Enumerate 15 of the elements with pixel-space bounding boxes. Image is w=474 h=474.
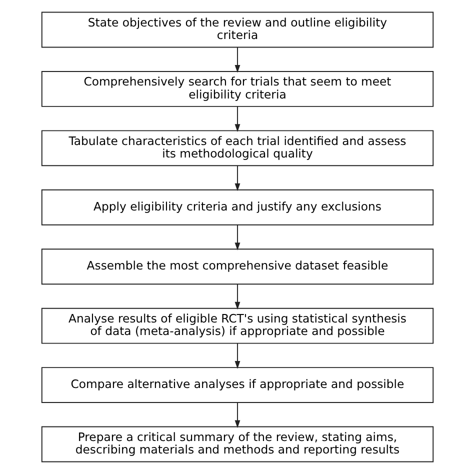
arrow — [234, 46, 240, 73]
node-box: Compare alternative analyses if appropriate and possible — [40, 367, 434, 403]
node-box: Assemble the most comprehensive dataset feasible — [40, 248, 434, 285]
node-box: Tabulate characteristics of each trial identified and assess its methodological quality — [40, 130, 434, 166]
node-box: Analyse results of eligible RCT's using statistical synthesis of data (meta-analysis) if appropriate and possible — [40, 308, 434, 344]
arrow — [234, 165, 240, 192]
arrow — [234, 284, 240, 310]
arrow — [234, 342, 240, 369]
arrow — [234, 224, 240, 250]
node-box: Prepare a critical summary of the review, stating aims, describing materials and methods and reporting results — [40, 426, 434, 462]
arrow — [234, 106, 240, 132]
node-box: State objectives of the review and outline eligibility criteria — [40, 12, 434, 48]
arrow — [234, 402, 240, 428]
node-box: Comprehensively search for trials that seem to meet eligibility criteria — [40, 71, 434, 107]
node-box: Apply eligibility criteria and justify any exclusions — [40, 189, 434, 226]
